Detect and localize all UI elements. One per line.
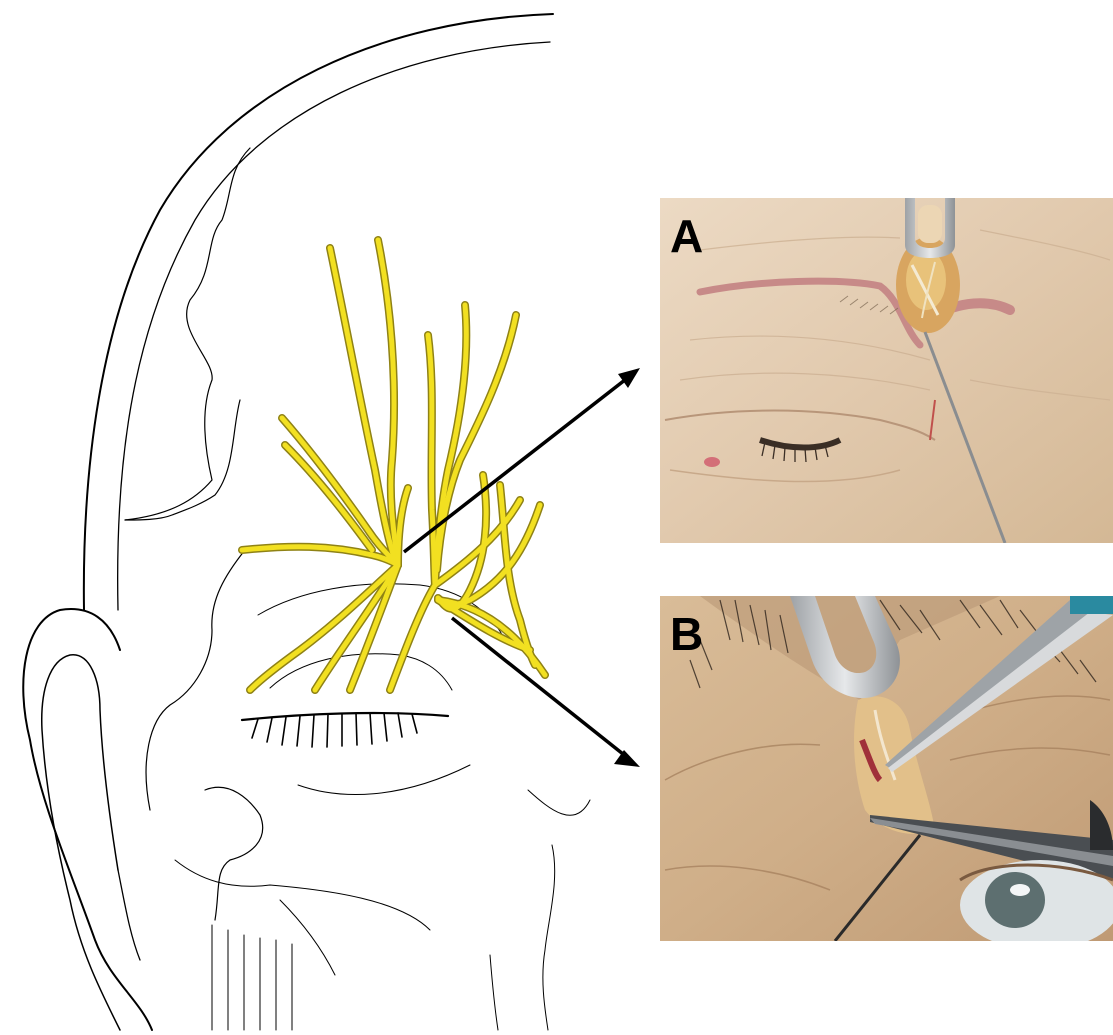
panel-label-a: A bbox=[670, 210, 703, 262]
jaw-line bbox=[280, 900, 335, 975]
jaw-vertical-lines bbox=[212, 925, 292, 1030]
cheek-line bbox=[543, 845, 555, 1030]
frontal-bone-line bbox=[125, 400, 240, 520]
photo-panel-b: B bbox=[660, 596, 1113, 950]
arrow-a-icon bbox=[404, 368, 640, 552]
ear-outer bbox=[23, 609, 152, 1030]
orbital-rim-line bbox=[146, 550, 245, 810]
zygoma-line bbox=[205, 787, 263, 920]
arrow-b-icon bbox=[452, 618, 640, 767]
nasolabial-line bbox=[490, 955, 498, 1030]
closed-eyelid bbox=[242, 713, 448, 720]
mandible-line bbox=[175, 860, 430, 930]
cheek-contour bbox=[528, 790, 590, 815]
nerve-branches bbox=[242, 240, 545, 690]
temporal-line bbox=[125, 148, 250, 520]
ear-helix bbox=[118, 870, 140, 960]
panel-label-b: B bbox=[670, 608, 703, 660]
lower-lid-contour bbox=[298, 765, 470, 795]
retractor-icon bbox=[905, 198, 955, 258]
ear-inner bbox=[42, 655, 120, 1030]
eyelashes bbox=[252, 713, 417, 747]
photo-panel-a: A bbox=[660, 198, 1113, 543]
